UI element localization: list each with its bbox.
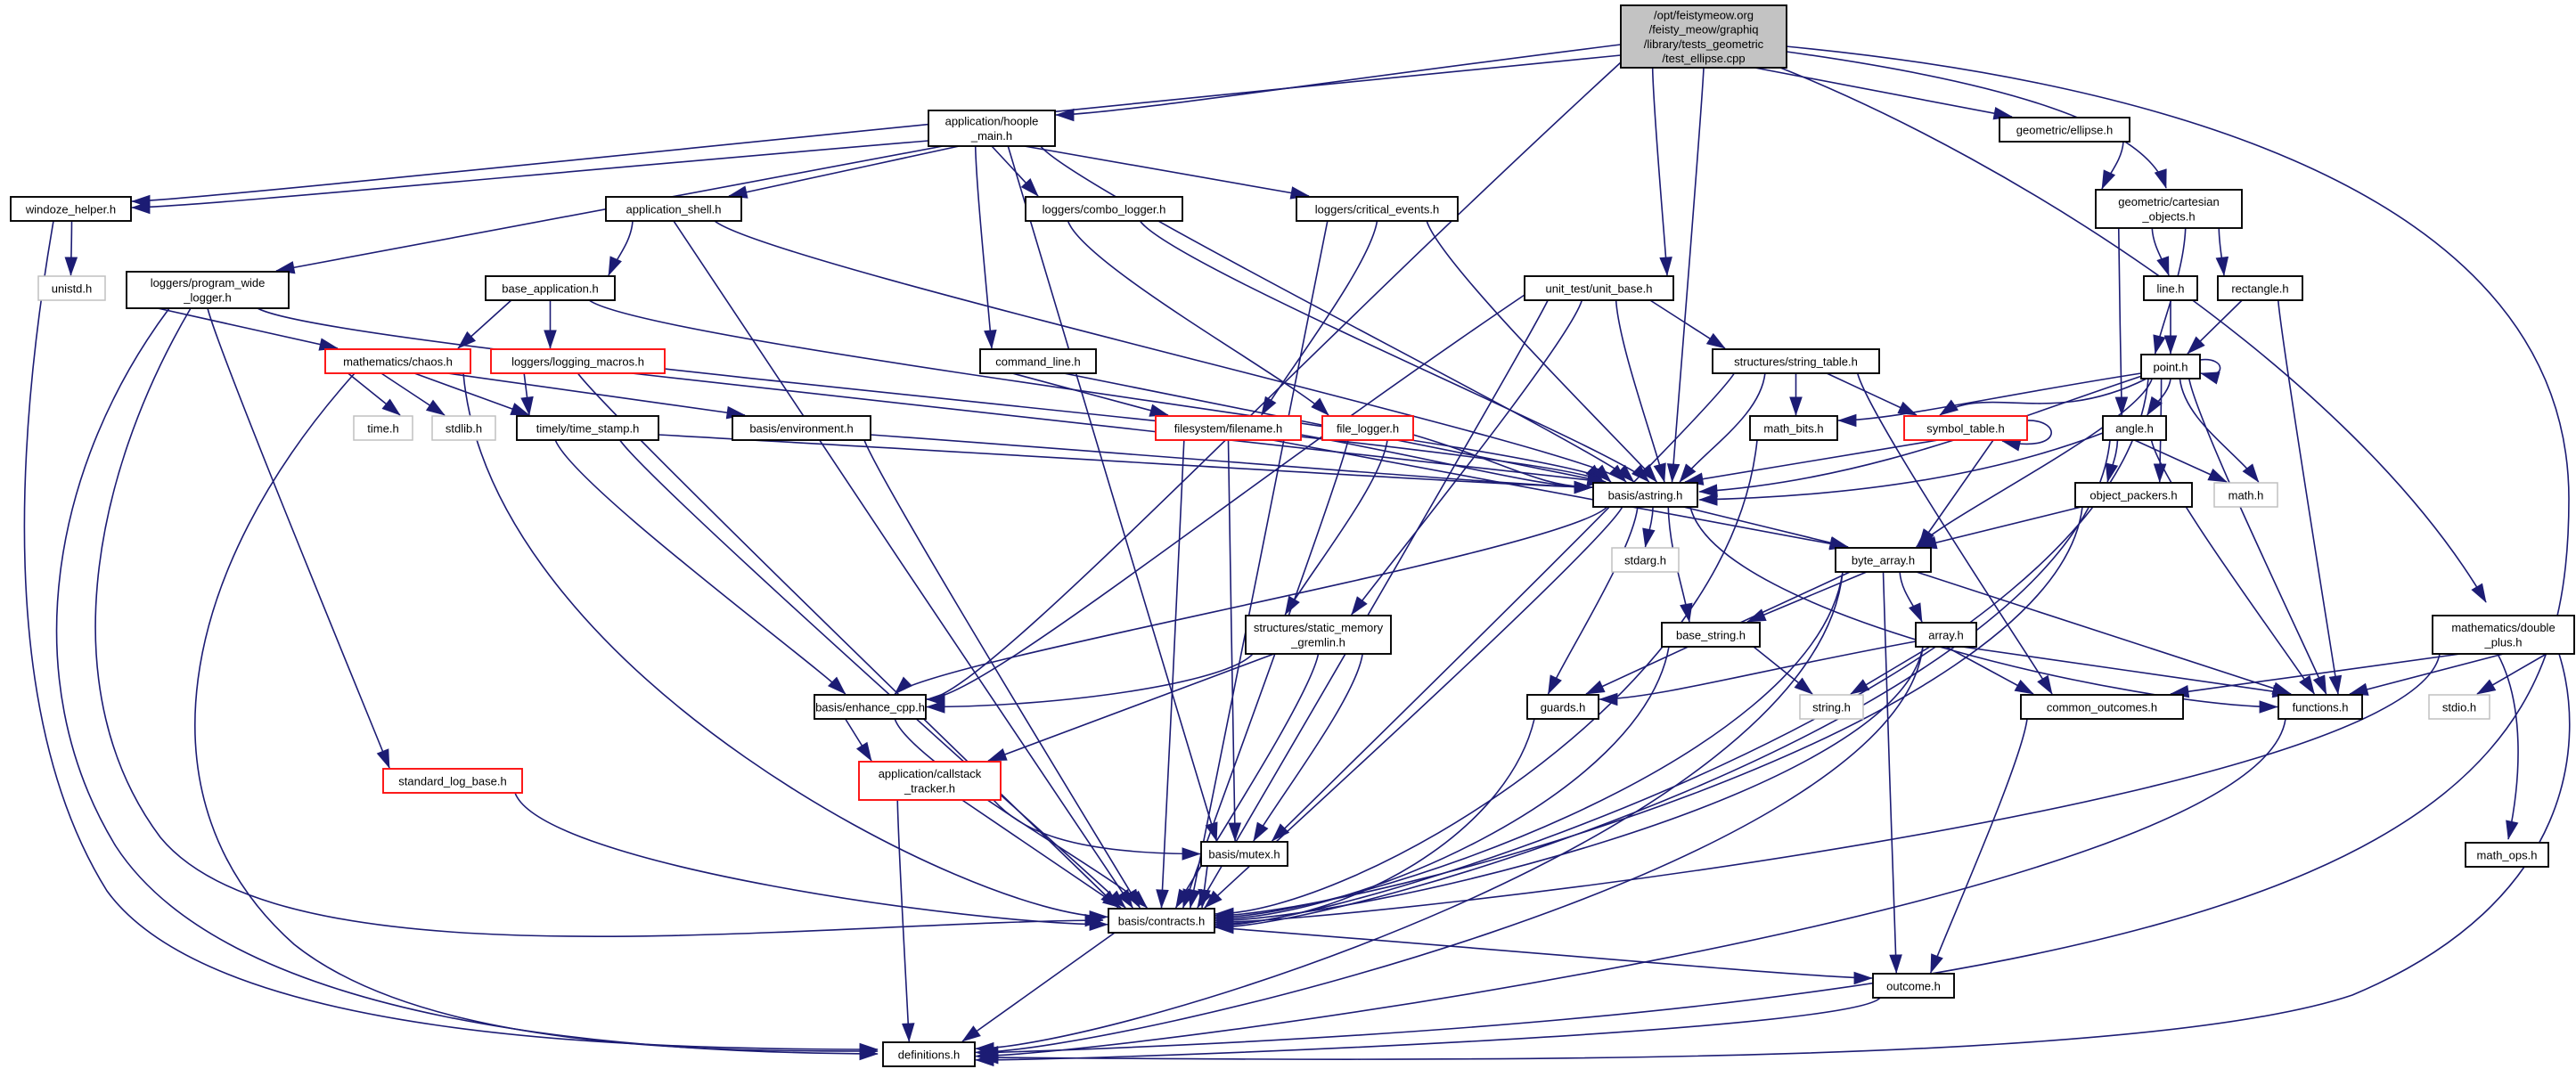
svg-text:outcome.h: outcome.h	[1886, 979, 1941, 992]
svg-text:stdlib.h: stdlib.h	[446, 421, 482, 435]
svg-text:base_string.h: base_string.h	[1676, 628, 1746, 641]
svg-text:command_line.h: command_line.h	[995, 355, 1080, 368]
svg-text:object_packers.h: object_packers.h	[2089, 488, 2177, 502]
svg-text:structures/string_table.h: structures/string_table.h	[1734, 355, 1858, 368]
svg-text:_gremlin.h: _gremlin.h	[1290, 635, 1345, 649]
svg-text:unit_test/unit_base.h: unit_test/unit_base.h	[1546, 282, 1653, 295]
svg-text:string.h: string.h	[1812, 700, 1851, 714]
svg-text:application/hoople: application/hoople	[945, 115, 1039, 128]
svg-text:standard_log_base.h: standard_log_base.h	[398, 774, 506, 787]
svg-text:mathematics/chaos.h: mathematics/chaos.h	[343, 355, 453, 368]
svg-text:basis/contracts.h: basis/contracts.h	[1118, 914, 1206, 927]
svg-text:byte_array.h: byte_array.h	[1852, 553, 1915, 567]
svg-text:unistd.h: unistd.h	[52, 282, 93, 295]
svg-text:array.h: array.h	[1928, 628, 1964, 641]
svg-text:application_shell.h: application_shell.h	[626, 202, 722, 216]
svg-text:/library/tests_geometric: /library/tests_geometric	[1644, 37, 1764, 51]
svg-text:basis/environment.h: basis/environment.h	[749, 421, 853, 435]
svg-text:loggers/combo_logger.h: loggers/combo_logger.h	[1043, 202, 1166, 216]
svg-text:basis/enhance_cpp.h: basis/enhance_cpp.h	[815, 700, 925, 714]
svg-text:guards.h: guards.h	[1541, 700, 1586, 714]
svg-text:_plus.h: _plus.h	[2484, 635, 2523, 649]
svg-text:_main.h: _main.h	[970, 129, 1012, 143]
svg-text:time.h: time.h	[367, 421, 398, 435]
svg-text:_tracker.h: _tracker.h	[904, 781, 955, 795]
svg-text:timely/time_stamp.h: timely/time_stamp.h	[536, 421, 640, 435]
svg-text:math_ops.h: math_ops.h	[2477, 848, 2538, 861]
svg-text:stdio.h: stdio.h	[2442, 700, 2476, 714]
svg-text:line.h: line.h	[2156, 282, 2184, 295]
svg-text:math_bits.h: math_bits.h	[1763, 421, 1823, 435]
svg-text:_objects.h: _objects.h	[2141, 209, 2195, 223]
svg-text:loggers/program_wide: loggers/program_wide	[151, 276, 266, 290]
svg-text:base_application.h: base_application.h	[502, 282, 598, 295]
svg-text:stdarg.h: stdarg.h	[1624, 553, 1666, 567]
svg-text:application/callstack: application/callstack	[879, 767, 982, 780]
svg-text:symbol_table.h: symbol_table.h	[1926, 421, 2004, 435]
svg-text:_logger.h: _logger.h	[183, 290, 232, 304]
svg-text:geometric/ellipse.h: geometric/ellipse.h	[2016, 123, 2113, 136]
svg-text:windoze_helper.h: windoze_helper.h	[25, 202, 116, 216]
svg-text:/test_ellipse.cpp: /test_ellipse.cpp	[1662, 52, 1745, 65]
svg-text:mathematics/double: mathematics/double	[2451, 621, 2555, 634]
svg-text:definitions.h: definitions.h	[898, 1048, 960, 1061]
svg-text:structures/static_memory: structures/static_memory	[1254, 621, 1384, 634]
svg-text:loggers/logging_macros.h: loggers/logging_macros.h	[511, 355, 644, 368]
svg-text:math.h: math.h	[2228, 488, 2264, 502]
svg-text:filesystem/filename.h: filesystem/filename.h	[1174, 421, 1282, 435]
svg-text:point.h: point.h	[2153, 360, 2188, 373]
svg-text:basis/mutex.h: basis/mutex.h	[1208, 847, 1280, 861]
svg-text:functions.h: functions.h	[2293, 700, 2349, 714]
svg-text:basis/astring.h: basis/astring.h	[1608, 488, 1683, 502]
svg-text:angle.h: angle.h	[2115, 421, 2154, 435]
svg-text:rectangle.h: rectangle.h	[2231, 282, 2288, 295]
svg-text:geometric/cartesian: geometric/cartesian	[2118, 195, 2219, 208]
svg-text:file_logger.h: file_logger.h	[1337, 421, 1399, 435]
svg-text:/feisty_meow/graphiq: /feisty_meow/graphiq	[1649, 23, 1759, 37]
svg-text:loggers/critical_events.h: loggers/critical_events.h	[1315, 202, 1439, 216]
svg-text:common_outcomes.h: common_outcomes.h	[2047, 700, 2157, 714]
svg-text:/opt/feistymeow.org: /opt/feistymeow.org	[1654, 9, 1754, 22]
